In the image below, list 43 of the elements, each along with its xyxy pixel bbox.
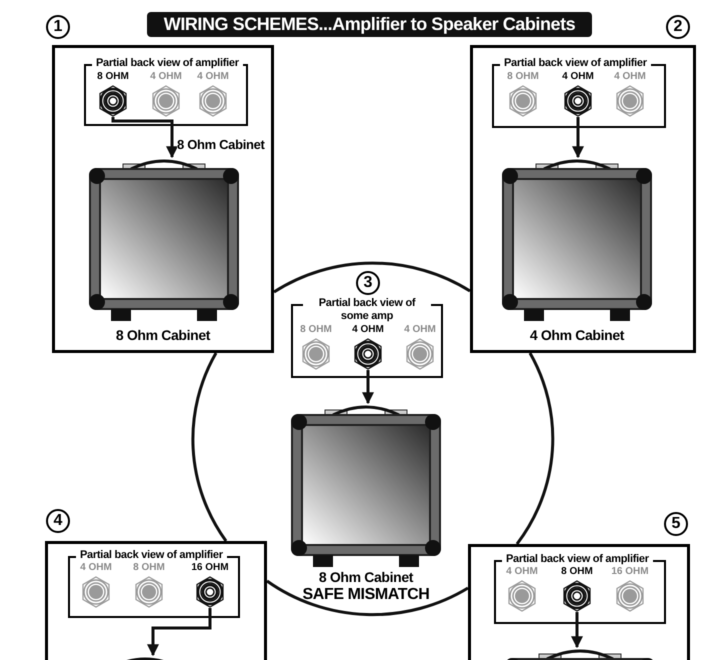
speaker-cabinet-drawing: [502, 157, 652, 323]
impedance-label: 4 OHM: [506, 566, 538, 578]
cabinet-caption: 8 Ohm Cabinet: [318, 570, 414, 584]
impedance-label: 4 OHM: [197, 71, 229, 83]
impedance-label: 16 OHM: [611, 566, 649, 578]
cable-arrow: [571, 612, 583, 648]
impedance-label: 8 OHM: [507, 71, 539, 83]
callout-number: 2: [666, 15, 690, 39]
cable-arrow: [147, 608, 212, 656]
cable-arrow: [112, 117, 178, 158]
panel-heading: Partial back view of amplifier: [76, 549, 227, 562]
cabinet-caption: 4 Ohm Cabinet: [528, 328, 626, 342]
title-banner: WIRING SCHEMES...Amplifier to Speaker Cabinets: [147, 12, 592, 37]
cabinet-caption: SAFE MISMATCH: [302, 587, 430, 603]
impedance-label: 8 OHM: [133, 562, 165, 574]
impedance-label: 8 OHM: [561, 566, 593, 578]
callout-number: 5: [664, 512, 688, 536]
cabinet-caption: 8 Ohm Cabinet: [114, 328, 212, 342]
impedance-label: 4 OHM: [614, 71, 646, 83]
panel-heading: Partial back view of some amp: [303, 297, 431, 323]
callout-number: 3: [356, 271, 380, 295]
callout-number: 1: [46, 15, 70, 39]
callout-number: 4: [46, 509, 70, 533]
scheme-frame: [470, 45, 696, 353]
impedance-label: 4 OHM: [562, 71, 594, 83]
edge-label: 8 Ohm Cabinet: [177, 138, 265, 151]
impedance-label: 4 OHM: [404, 324, 436, 336]
panel-heading: Partial back view of amplifier: [500, 57, 651, 70]
jack-input: [610, 566, 650, 612]
cable-arrow: [572, 117, 584, 158]
panel-heading: Partial back view of amplifier: [92, 57, 243, 70]
impedance-label: 8 OHM: [300, 324, 332, 336]
scheme-frame: [52, 45, 274, 353]
impedance-label: 4 OHM: [80, 562, 112, 574]
impedance-label: 8 OHM: [97, 71, 129, 83]
impedance-label: 4 OHM: [150, 71, 182, 83]
panel-heading: Partial back view of amplifier: [502, 553, 653, 566]
speaker-cabinet-drawing: [291, 403, 441, 569]
impedance-label: 16 OHM: [191, 562, 229, 574]
jack-input: [190, 562, 230, 608]
impedance-label: 4 OHM: [352, 324, 384, 336]
cable-arrow: [362, 370, 374, 404]
speaker-cabinet-drawing: [89, 157, 239, 323]
